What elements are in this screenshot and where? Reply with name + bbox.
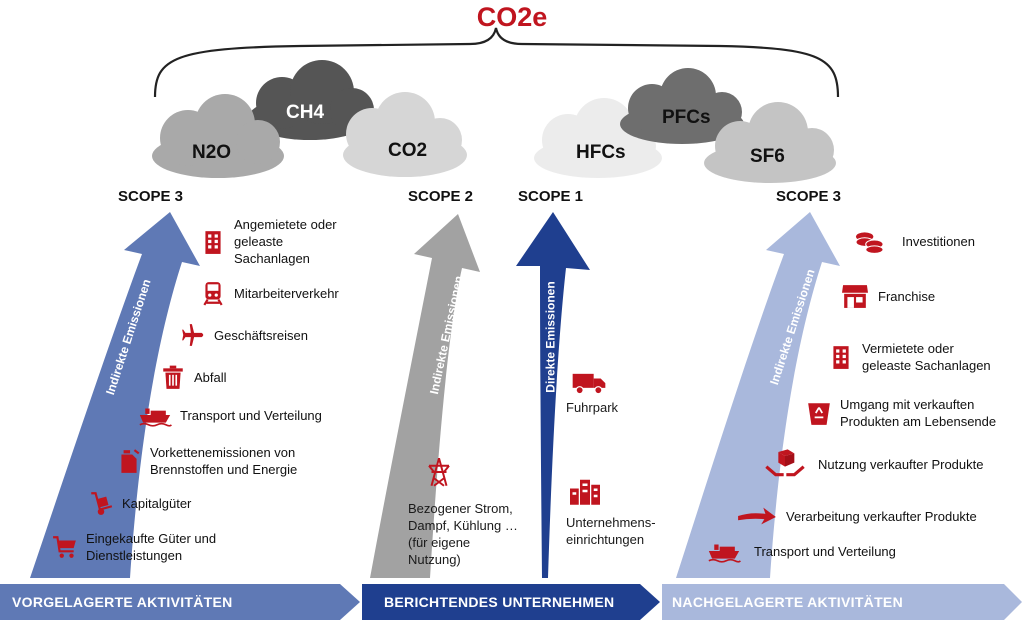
scope1-arrow [516,212,590,578]
trash-icon [160,364,186,390]
reporting-bar [362,584,660,620]
upstream-bar [0,584,360,620]
scope-3-downstream-label: SCOPE 3 [776,188,842,205]
red-arrow-icon [736,503,778,529]
cloud-sf6 [704,102,836,183]
train-icon [200,280,226,306]
downstream-item-franchise: Franchise [840,283,935,309]
gas-label-ch4: CH4 [286,102,325,123]
gas-label-hfcs: HFCs [576,142,626,163]
scope2-item-purchased-energy: Bezogener Strom, Dampf, Kühlung … (für e… [408,501,518,567]
downstream-arrow [676,212,840,578]
truck-icon [570,368,608,401]
recycle-bin-icon [806,400,832,426]
airplane-icon [180,322,206,348]
scope2-arrow [370,214,480,578]
cloud-pfcs [620,68,744,144]
power-tower-icon [424,454,454,495]
upstream-item-business-travel: Geschäftsreisen [180,322,308,348]
gas-label-pfcs: PFCs [662,107,711,128]
upstream-item-waste: Abfall [160,364,227,390]
ship-icon [138,402,172,428]
ship-icon [702,538,746,564]
hands-box-icon [760,448,810,480]
cloud-hfcs [534,98,662,178]
city-buildings-icon [568,476,602,511]
upstream-item-transport: Transport und Verteilung [138,402,322,428]
diagram-title: CO2e [476,2,548,32]
gas-label-co2: CO2 [388,140,428,161]
upstream-item-employee-commuting: Mitarbeiterverkehr [200,280,339,306]
downstream-item-use-of-products: Nutzung verkaufter Produkte [760,448,983,480]
arrow-label-scope1: Direkte Emissionen [543,281,558,393]
bottom-bars [0,584,1022,620]
downstream-item-end-of-life: Umgang mit verkauften Produkten am Leben… [806,396,996,430]
upstream-item-fuel-energy: Vorkettenemissionen von Brennstoffen und… [116,444,297,478]
building-icon [828,344,854,370]
scope1-item-fleet: Fuhrpark [566,400,619,415]
fuel-can-icon [116,448,142,474]
co2e-brace [153,27,840,98]
hand-truck-icon [88,490,114,516]
upstream-activities-label: VORGELAGERTE AKTIVITÄTEN [12,594,233,610]
downstream-item-leased-assets: Vermietete oder geleaste Sachanlagen [828,340,991,374]
downstream-bar [662,584,1022,620]
gas-label-n2o: N2O [192,142,232,163]
cloud-co2 [343,92,467,177]
scope1-item-facilities: Unternehmens- einrichtungen [566,515,656,547]
cloud-n2o [152,94,284,178]
shopping-cart-icon [52,534,78,560]
downstream-activities-label: NACHGELAGERTE AKTIVITÄTEN [672,594,903,610]
upstream-arrow [30,212,200,578]
downstream-item-processing: Verarbeitung verkaufter Produkte [736,503,977,529]
downstream-item-investments: Investitionen [852,228,975,254]
coins-icon [852,228,886,254]
scope-2-label: SCOPE 2 [408,188,474,205]
upstream-item-leased-assets: Angemietete oder geleaste Sachanlagen [200,216,337,267]
scope-3-upstream-label: SCOPE 3 [118,188,184,205]
reporting-company-label: BERICHTENDES UNTERNEHMEN [384,594,615,610]
scope-1-label: SCOPE 1 [518,188,584,205]
gas-label-sf6: SF6 [750,146,785,167]
upstream-item-capital-goods: Kapitalgüter [88,490,191,516]
upstream-item-purchased-goods: Eingekaufte Güter und Dienstleistungen [52,530,216,564]
downstream-item-transport: Transport und Verteilung [702,538,896,564]
store-icon [840,283,870,309]
building-icon [200,229,226,255]
